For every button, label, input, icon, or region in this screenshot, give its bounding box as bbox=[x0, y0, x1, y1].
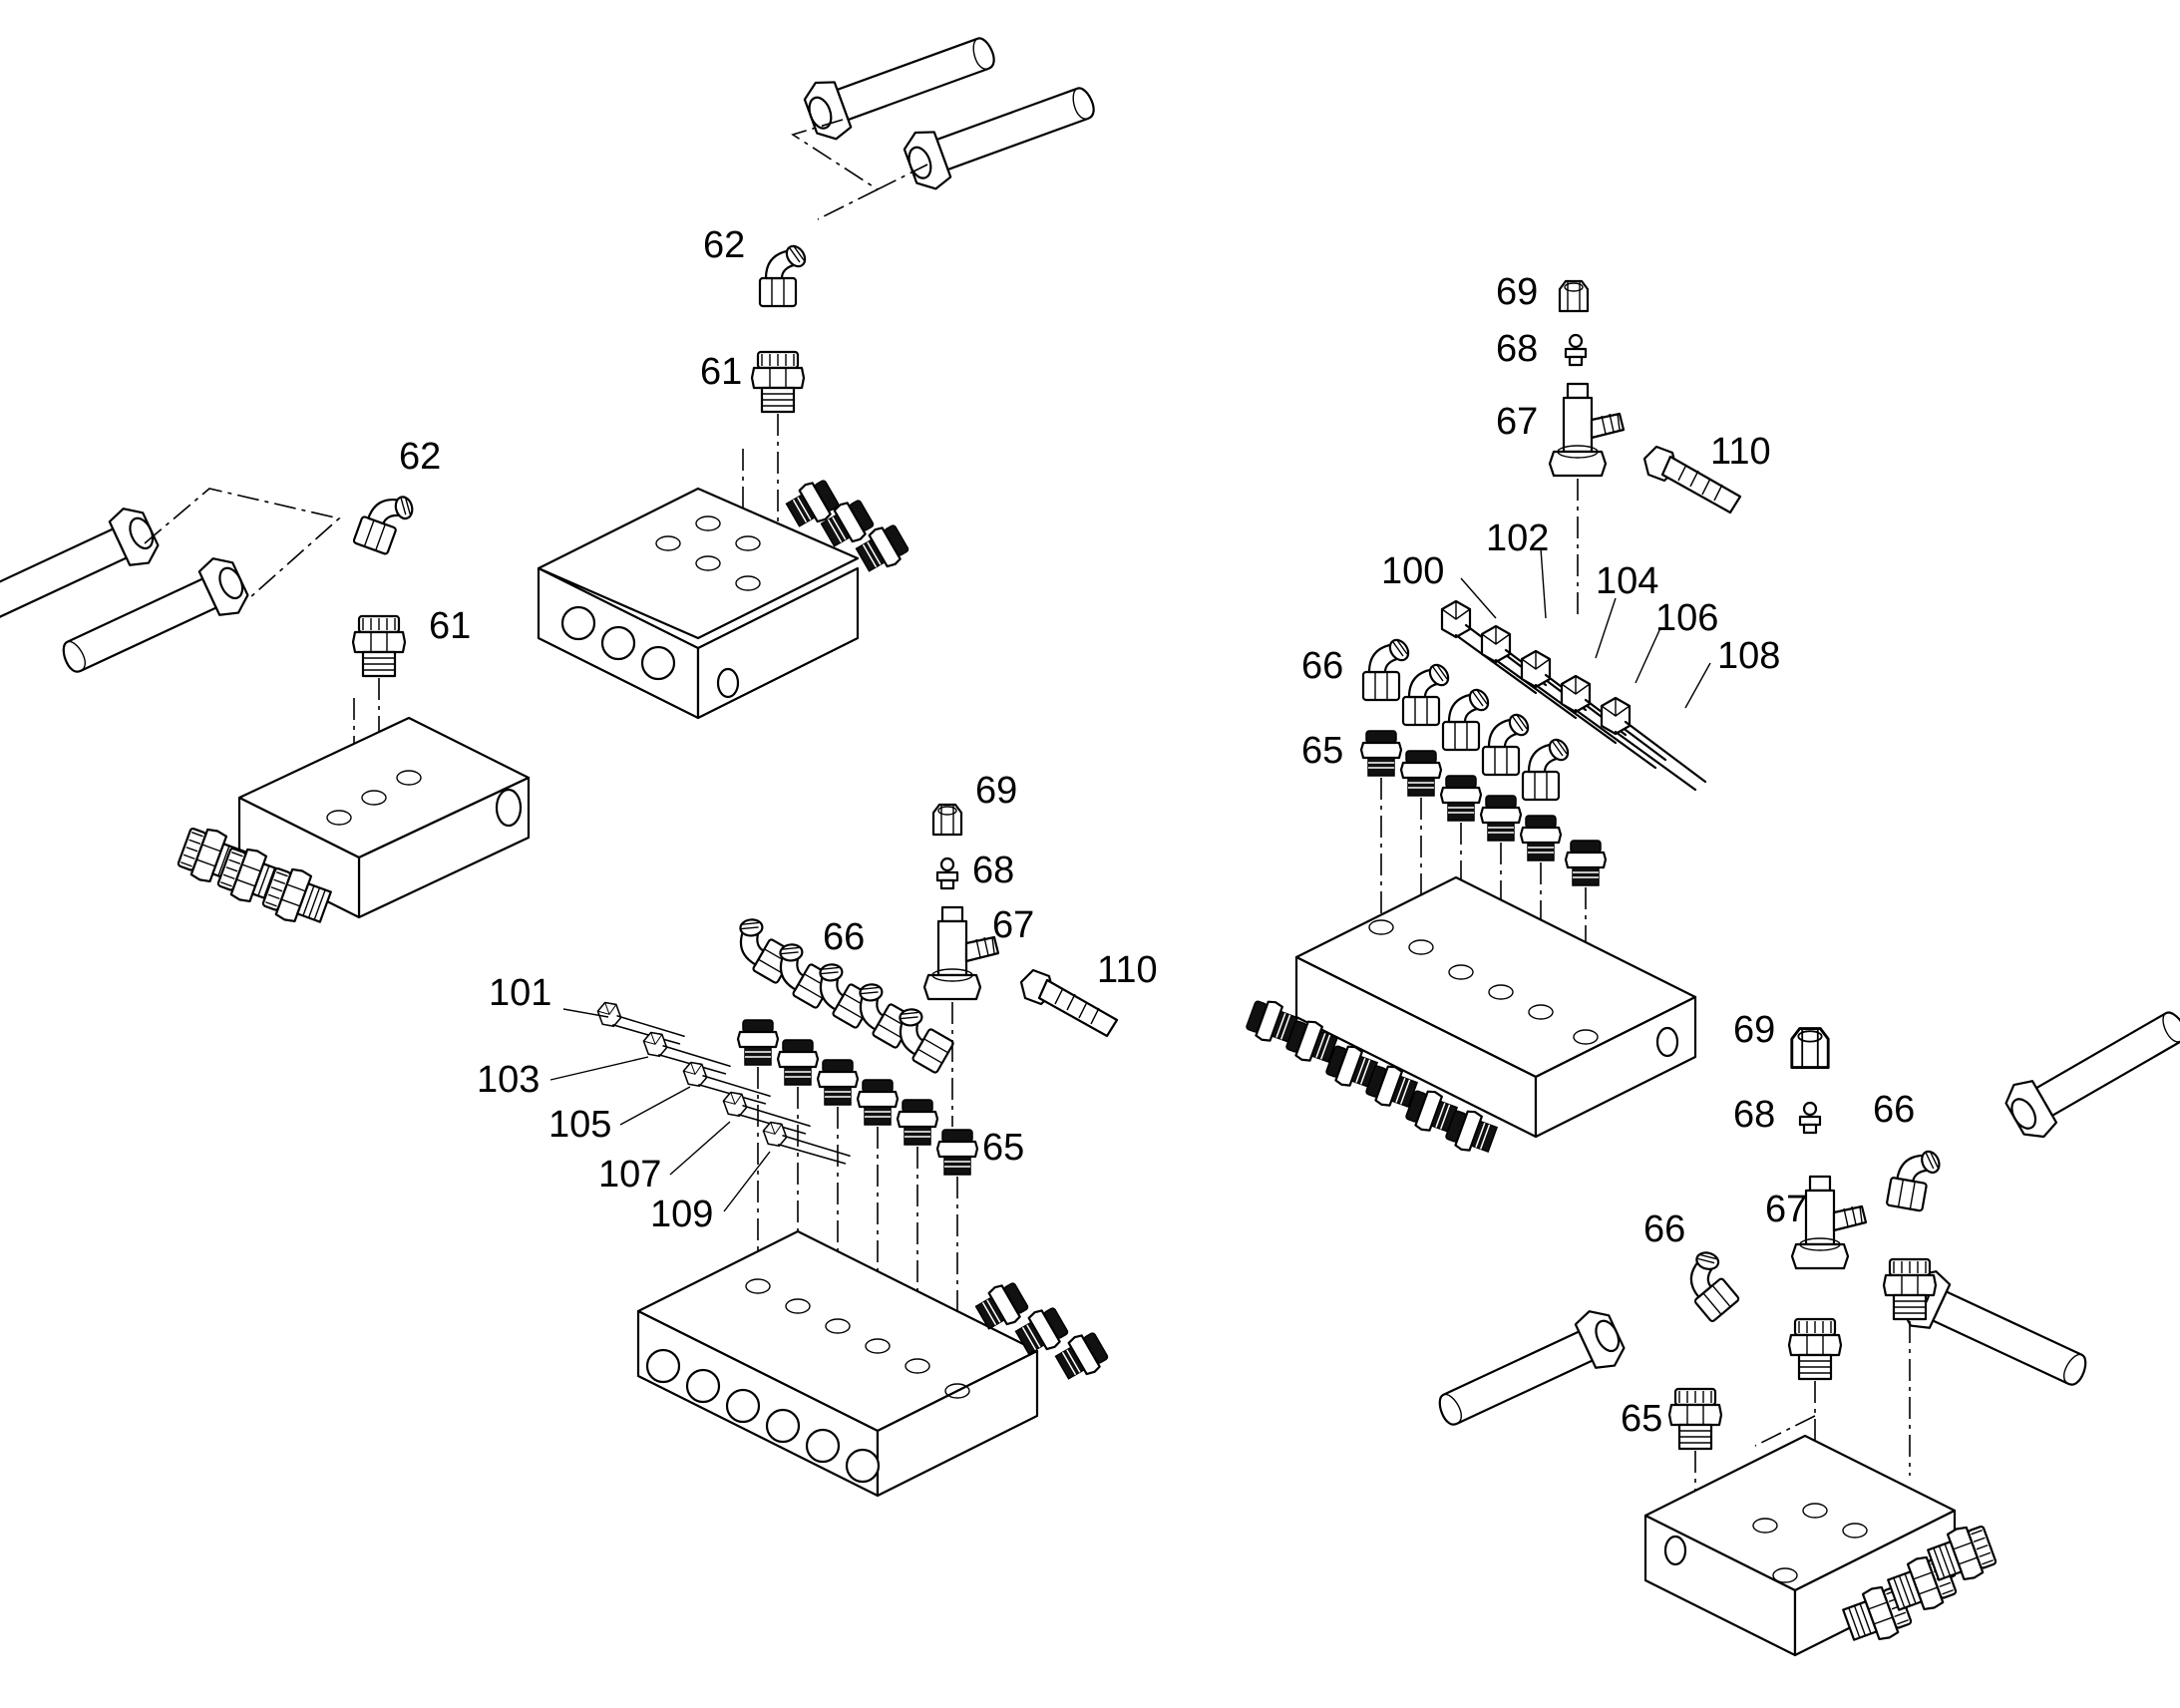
callout-105: 105 bbox=[548, 1104, 611, 1146]
threaded-adapter-icon bbox=[816, 1058, 860, 1107]
assembly-top-center: 62 61 bbox=[537, 21, 1103, 720]
callout-66: 66 bbox=[1643, 1208, 1685, 1250]
callout-107: 107 bbox=[598, 1154, 661, 1196]
callout-62: 62 bbox=[399, 436, 441, 478]
threaded-adapter-icon bbox=[1479, 794, 1523, 843]
cap-nut-icon bbox=[931, 803, 963, 837]
elbow-fitting-icon bbox=[352, 482, 422, 560]
threaded-adapter-icon bbox=[1787, 1317, 1843, 1381]
elbow-fitting-icon bbox=[1441, 685, 1493, 752]
callout-102: 102 bbox=[1486, 517, 1549, 559]
callout-68: 68 bbox=[1496, 328, 1538, 370]
cap-nut-icon bbox=[1790, 1027, 1830, 1070]
elbow-fitting-icon bbox=[1521, 735, 1573, 802]
threaded-adapter-icon bbox=[736, 1018, 780, 1067]
hose-pipe-icon bbox=[1428, 1303, 1631, 1442]
threaded-adapter-icon bbox=[1439, 774, 1483, 823]
callout-65: 65 bbox=[1621, 1398, 1662, 1440]
elbow-fitting-icon bbox=[1481, 710, 1533, 777]
hose-pipe-icon bbox=[1998, 995, 2180, 1147]
threaded-adapter-icon bbox=[750, 350, 806, 414]
callout-66: 66 bbox=[823, 916, 865, 958]
elbow-fitting-icon bbox=[1401, 660, 1453, 727]
distributor-block-icon bbox=[1643, 1434, 1957, 1657]
callout-68: 68 bbox=[1733, 1094, 1775, 1136]
banjo-bolt-icon bbox=[1600, 696, 1707, 792]
callout-66: 66 bbox=[1301, 645, 1343, 687]
threaded-adapter-icon bbox=[776, 1038, 820, 1087]
elbow-fitting-icon bbox=[1669, 1240, 1751, 1324]
callout-69: 69 bbox=[1733, 1009, 1775, 1051]
tee-fitting-icon bbox=[1548, 382, 1626, 478]
callout-100: 100 bbox=[1381, 550, 1444, 592]
threaded-adapter-icon bbox=[1359, 729, 1403, 778]
grease-nipple-icon bbox=[935, 856, 959, 890]
banjo-bolt-icon bbox=[640, 1010, 733, 1098]
callout-68: 68 bbox=[972, 850, 1014, 891]
assembly-center: 66 69 68 67 110 65 101 103 105 107 109 bbox=[477, 770, 1158, 1498]
cap-nut-icon bbox=[1558, 279, 1590, 313]
callout-69: 69 bbox=[975, 770, 1017, 812]
callout-108: 108 bbox=[1717, 635, 1780, 677]
banjo-bolt-icon bbox=[594, 980, 687, 1068]
callout-103: 103 bbox=[477, 1059, 540, 1101]
callout-106: 106 bbox=[1655, 597, 1718, 639]
callout-62: 62 bbox=[703, 224, 745, 266]
threaded-adapter-icon bbox=[935, 1128, 979, 1177]
callout-109: 109 bbox=[650, 1194, 713, 1235]
threaded-adapter-icon bbox=[1519, 814, 1563, 862]
threaded-adapter-icon bbox=[1564, 839, 1608, 887]
distributor-block-icon bbox=[237, 716, 531, 919]
distributor-block-icon bbox=[537, 487, 860, 720]
grease-nipple-icon bbox=[1798, 1101, 1822, 1135]
distributor-block-icon bbox=[636, 1229, 1039, 1498]
callout-61: 61 bbox=[700, 351, 742, 393]
callout-67: 67 bbox=[1496, 401, 1538, 443]
grease-nipple-icon bbox=[1564, 333, 1588, 367]
threaded-adapter-icon bbox=[856, 1078, 900, 1127]
callout-110: 110 bbox=[1097, 949, 1158, 991]
callout-104: 104 bbox=[1596, 560, 1658, 602]
threaded-adapter-icon bbox=[1667, 1387, 1723, 1451]
callout-67: 67 bbox=[1765, 1189, 1807, 1230]
threaded-adapter-icon bbox=[896, 1098, 939, 1147]
assembly-bottom-right: 69 68 67 66 66 65 bbox=[1428, 995, 2180, 1657]
callout-65: 65 bbox=[982, 1127, 1024, 1169]
tee-fitting-icon bbox=[922, 905, 1000, 1001]
elbow-fitting-icon bbox=[1885, 1141, 1947, 1214]
callout-66: 66 bbox=[1873, 1089, 1915, 1131]
callout-101: 101 bbox=[489, 972, 551, 1014]
assembly-right: 69 68 67 110 100 102 104 106 108 66 65 bbox=[1243, 271, 1780, 1160]
threaded-adapter-icon bbox=[351, 614, 407, 678]
distributor-block-icon bbox=[1294, 875, 1697, 1139]
assembly-top-left: 62 61 bbox=[0, 436, 531, 933]
callout-61: 61 bbox=[429, 605, 471, 647]
callout-65: 65 bbox=[1301, 730, 1343, 772]
elbow-fitting-icon bbox=[758, 241, 810, 308]
threaded-adapter-icon bbox=[1399, 749, 1443, 798]
elbow-fitting-icon bbox=[1361, 635, 1413, 702]
callout-67: 67 bbox=[992, 904, 1034, 946]
callout-110: 110 bbox=[1710, 431, 1771, 473]
callout-69: 69 bbox=[1496, 271, 1538, 313]
